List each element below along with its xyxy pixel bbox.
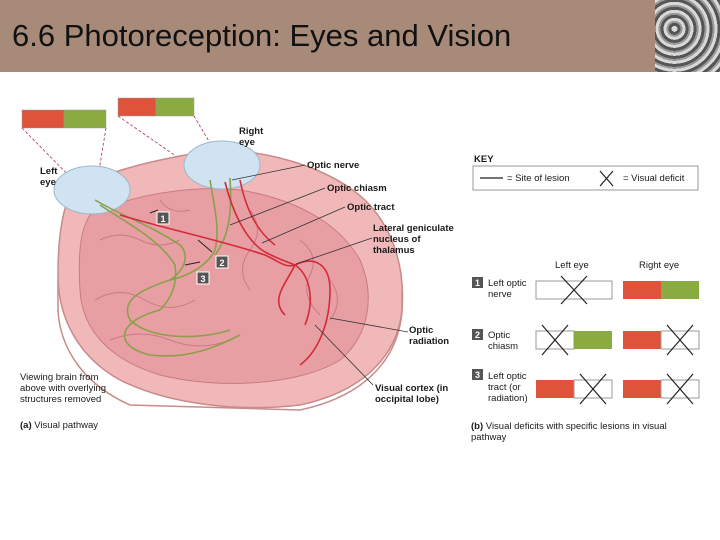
label-optic-nerve: Optic nerve xyxy=(307,160,360,171)
key-box xyxy=(472,165,699,191)
left-eye-shape xyxy=(53,165,131,215)
brain-section xyxy=(57,149,404,411)
caption-a-letter: (a) xyxy=(20,420,32,431)
svg-text:2: 2 xyxy=(475,330,480,340)
lesion-ticks xyxy=(149,209,213,266)
deficit-row-1: 1 xyxy=(472,275,699,305)
row-3-label: Left optic tract (or radiation) xyxy=(488,371,528,404)
label-viewing-note: Viewing brain from above with overlying … xyxy=(20,372,107,405)
right-eye-visual-field xyxy=(117,97,195,117)
leader-lines xyxy=(229,164,409,386)
right-eye-shape xyxy=(183,140,261,190)
label-left-eye: Left eye xyxy=(40,166,58,188)
row-1-label: Left optic nerve xyxy=(488,278,527,300)
caption-a-text: Visual pathway xyxy=(34,420,98,431)
label-right-eye: Right eye xyxy=(239,126,264,148)
row-2-label: Optic chiasm xyxy=(488,330,519,352)
label-optic-tract: Optic tract xyxy=(347,202,395,213)
label-visual-cortex: Visual cortex (in occipital lobe) xyxy=(375,383,449,405)
svg-text:2: 2 xyxy=(219,258,224,268)
lesion-marker-1: 1 xyxy=(156,211,170,225)
visual-pathway-diagram: 1 2 3 1 2 xyxy=(21,97,700,411)
svg-text:3: 3 xyxy=(475,370,480,380)
label-optic-radiation: Optic radiation xyxy=(409,325,450,347)
key-site-of-lesion: = Site of lesion xyxy=(507,173,570,184)
slide-title: 6.6 Photoreception: Eyes and Vision xyxy=(12,18,512,53)
lesion-marker-3: 3 xyxy=(196,271,210,285)
nerve-pathways xyxy=(94,177,331,366)
label-lgn: Lateral geniculate nucleus of thalamus xyxy=(373,223,454,256)
deficit-row-2: 2 xyxy=(472,324,700,356)
corner-texture-image xyxy=(655,0,720,72)
left-eye-visual-field xyxy=(21,109,107,129)
svg-text:1: 1 xyxy=(475,278,480,288)
caption-b-letter: (b) xyxy=(471,421,484,432)
lesion-marker-2: 2 xyxy=(215,255,229,269)
deficit-row-3: 3 xyxy=(472,369,700,405)
title-bar: 6.6 Photoreception: Eyes and Vision xyxy=(0,0,720,72)
col-left-eye: Left eye xyxy=(555,260,589,271)
svg-text:1: 1 xyxy=(160,214,165,224)
col-right-eye: Right eye xyxy=(639,260,680,271)
caption-a: (a) Visual pathway xyxy=(20,420,98,431)
key-visual-deficit: = Visual deficit xyxy=(623,173,685,184)
caption-b-text: Visual deficits with specific lesions in… xyxy=(471,421,667,443)
key-title: KEY xyxy=(474,154,494,165)
caption-b: (b) Visual deficits with specific lesion… xyxy=(471,421,681,443)
label-optic-chiasm: Optic chiasm xyxy=(327,183,387,194)
svg-text:3: 3 xyxy=(200,274,205,284)
